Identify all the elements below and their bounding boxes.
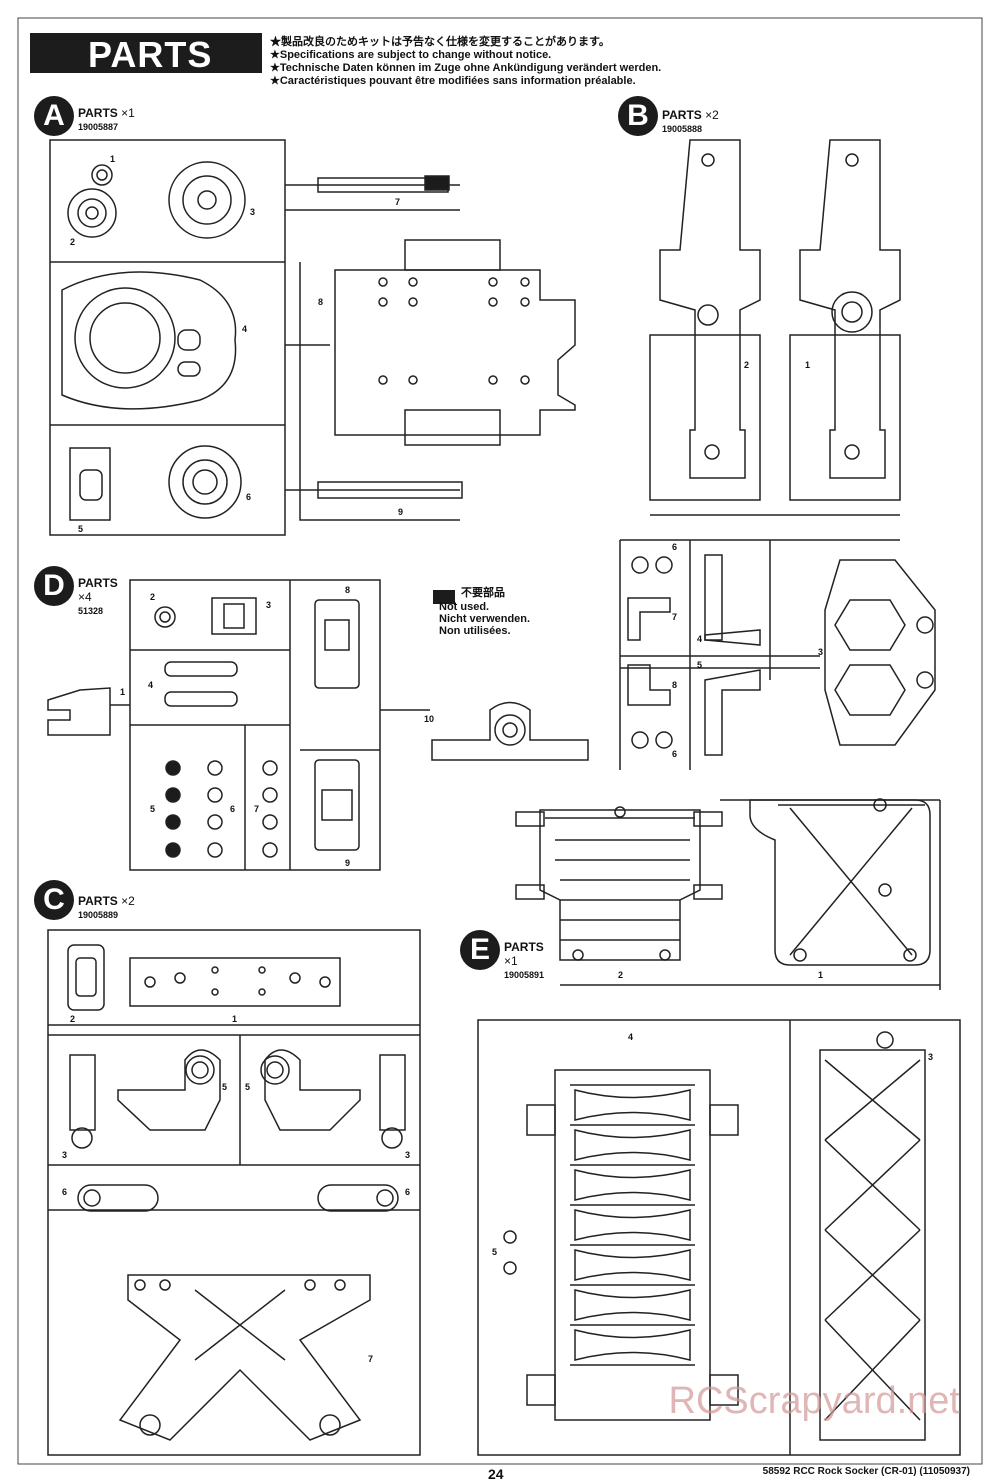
- svg-text:8: 8: [318, 297, 323, 307]
- svg-text:6: 6: [672, 542, 677, 552]
- svg-text:8: 8: [672, 680, 677, 690]
- sprue-e-upper: 2 1: [515, 798, 941, 990]
- svg-text:9: 9: [345, 858, 350, 868]
- svg-text:1: 1: [110, 154, 115, 164]
- svg-text:7: 7: [395, 197, 400, 207]
- svg-text:1: 1: [805, 360, 810, 370]
- svg-text:3: 3: [250, 207, 255, 217]
- sprue-b-badge: B: [618, 96, 658, 136]
- svg-text:10: 10: [424, 714, 434, 724]
- svg-text:3: 3: [928, 1052, 933, 1062]
- note-jp: ★製品改良のためキットは予告なく仕様を変更することがあります。: [270, 36, 610, 48]
- sprue-c: 2 1 3 5 5 3 6 6 7: [47, 929, 421, 1456]
- svg-text:5: 5: [222, 1082, 227, 1092]
- svg-text:1: 1: [120, 687, 125, 697]
- page-title: PARTS: [88, 34, 213, 75]
- svg-text:4: 4: [242, 324, 247, 334]
- sprue-e-lower: 4 5 3: [477, 1019, 961, 1456]
- svg-text:4: 4: [148, 680, 153, 690]
- sprue-b-lower: 6 7 4 3 5 8 6: [619, 539, 936, 770]
- spec-notes: ★製品改良のためキットは予告なく仕様を変更することがあります。 ★Specifi…: [270, 36, 661, 88]
- svg-text:5: 5: [245, 1082, 250, 1092]
- svg-text:8: 8: [345, 585, 350, 595]
- footer-ref: 58592 RCC Rock Socker (CR-01) (11050937): [762, 1466, 970, 1477]
- sprue-d-badge: D: [34, 566, 74, 606]
- svg-text:3: 3: [405, 1150, 410, 1160]
- svg-text:6: 6: [672, 749, 677, 759]
- sprue-d: 1 2 3 4 5 6 7 8 9 10: [47, 579, 589, 871]
- sprue-a: 1 2 3 4 5 6 7 8 9: [49, 139, 576, 536]
- svg-text:2: 2: [150, 592, 155, 602]
- svg-text:5: 5: [150, 804, 155, 814]
- svg-text:2: 2: [618, 970, 623, 980]
- sprue-a-badge: A: [34, 96, 74, 136]
- not-used-en: Not used.: [439, 601, 490, 613]
- not-used-swatch: [433, 590, 455, 604]
- sprue-c-badge: C: [34, 880, 74, 920]
- not-used-jp: 不要部品: [461, 587, 505, 599]
- watermark: RCScrapyard.net: [668, 1380, 960, 1422]
- svg-text:4: 4: [628, 1032, 633, 1042]
- svg-text:6: 6: [230, 804, 235, 814]
- svg-text:2: 2: [70, 237, 75, 247]
- sprue-b: 2 1: [649, 139, 901, 516]
- svg-text:7: 7: [368, 1354, 373, 1364]
- svg-text:1: 1: [232, 1014, 237, 1024]
- note-en: ★Specifications are subject to change wi…: [270, 49, 552, 61]
- note-fr: ★Caractéristiques pouvant être modifiées…: [270, 75, 636, 87]
- not-used-de: Nicht verwenden.: [439, 613, 531, 625]
- parts-title-banner: PARTS: [30, 33, 262, 75]
- svg-text:5: 5: [78, 524, 83, 534]
- svg-text:7: 7: [672, 612, 677, 622]
- svg-text:6: 6: [246, 492, 251, 502]
- svg-text:5: 5: [492, 1247, 497, 1257]
- svg-text:3: 3: [818, 647, 823, 657]
- svg-text:5: 5: [697, 660, 702, 670]
- svg-text:3: 3: [62, 1150, 67, 1160]
- svg-text:7: 7: [254, 804, 259, 814]
- svg-text:2: 2: [70, 1014, 75, 1024]
- note-de: ★Technische Daten können im Zuge ohne An…: [270, 62, 662, 74]
- svg-text:6: 6: [405, 1187, 410, 1197]
- sprue-e-badge: E: [460, 930, 500, 970]
- svg-text:1: 1: [818, 970, 823, 980]
- svg-text:3: 3: [266, 600, 271, 610]
- svg-text:6: 6: [62, 1187, 67, 1197]
- page-number: 24: [488, 1466, 504, 1482]
- svg-text:9: 9: [398, 507, 403, 517]
- svg-text:4: 4: [697, 634, 702, 644]
- not-used-fr: Non utilisées.: [439, 625, 511, 637]
- svg-text:2: 2: [744, 360, 749, 370]
